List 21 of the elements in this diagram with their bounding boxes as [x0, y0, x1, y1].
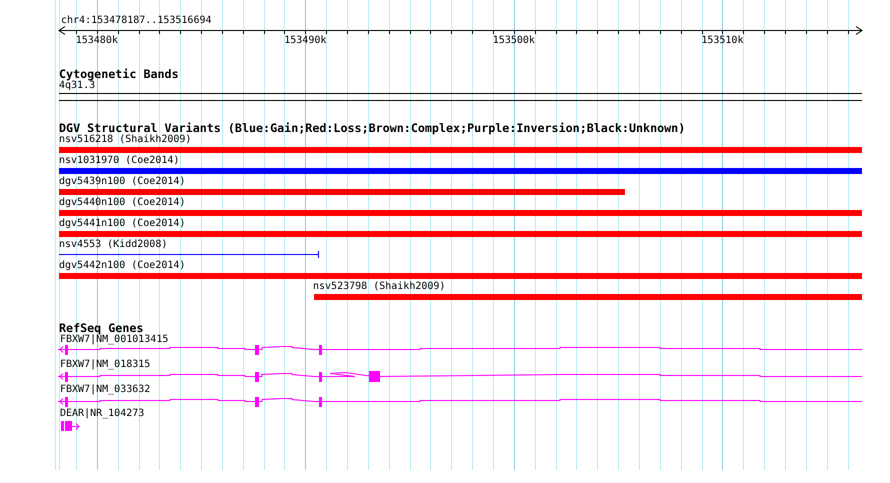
variant-label: nsv516218 (Shaikh2009) — [59, 134, 192, 146]
gene-label: FBXW7|NM_001013415 — [60, 334, 168, 346]
track-title: Cytogenetic Bands — [59, 68, 179, 80]
variant-label: dgv5441n100 (Coe2014) — [59, 218, 186, 230]
variant-label: nsv523798 (Shaikh2009) — [313, 281, 446, 293]
band-label: 4q31.3 — [59, 80, 96, 92]
tick-label: 153490k — [284, 35, 326, 47]
variant-label: dgv5440n100 (Coe2014) — [59, 197, 186, 209]
track-title: DGV Structural Variants (Blue:Gain;Red:Loss;Brown:Complex;Purple:Inversion;Black:Unknown) — [59, 122, 686, 134]
tick-label: 153510k — [701, 35, 744, 47]
track-title: RefSeq Genes — [59, 322, 144, 334]
gene-label: DEAR|NR_104273 — [60, 408, 144, 420]
gene-label: FBXW7|NM_018315 — [60, 359, 150, 371]
gene-label: FBXW7|NM_033632 — [60, 384, 150, 396]
variant-label: dgv5439n100 (Coe2014) — [59, 176, 186, 188]
variant-label: nsv1031970 (Coe2014) — [59, 155, 180, 167]
tick-label: 153500k — [492, 35, 535, 47]
coordinate-label: chr4:153478187..153516694 — [61, 15, 212, 27]
tick-label: 153480k — [76, 35, 118, 47]
variant-label: dgv5442n100 (Coe2014) — [59, 260, 186, 272]
variant-label: nsv4553 (Kidd2008) — [59, 239, 168, 251]
